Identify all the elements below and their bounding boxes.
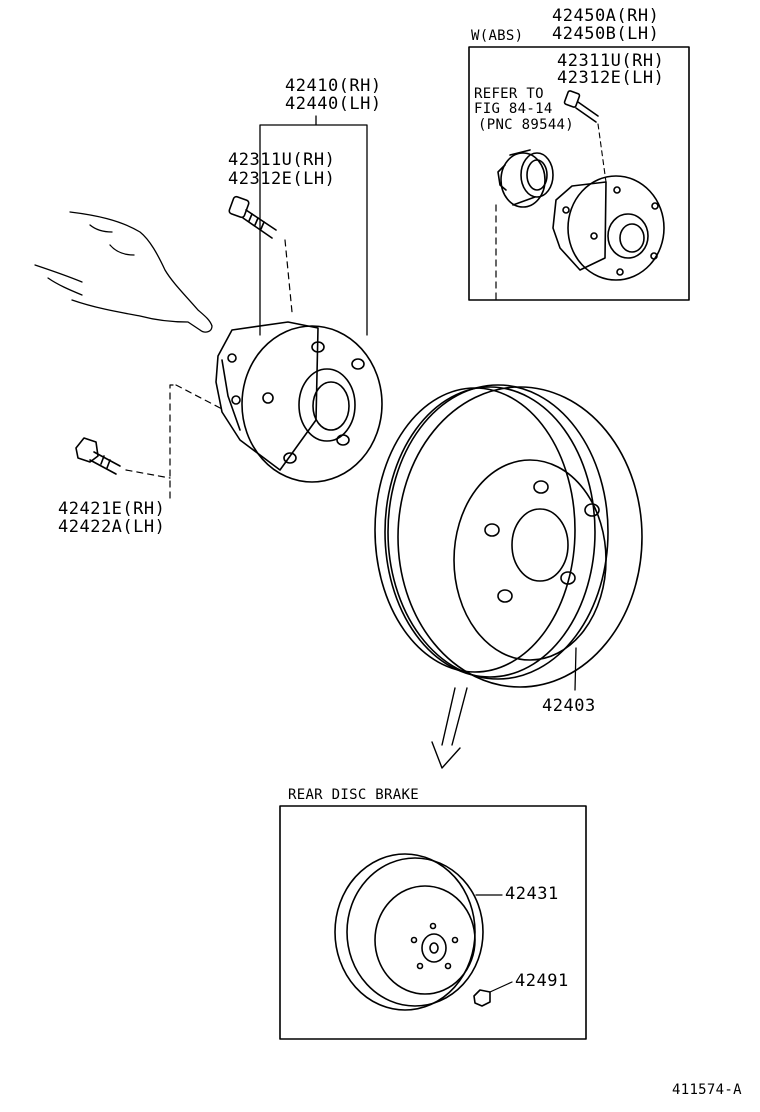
hub-assy-lh-label: 42440(LH) xyxy=(285,94,382,114)
refer-line-2: FIG 84-14 xyxy=(474,101,553,117)
disc-inset-frame xyxy=(279,805,587,1040)
hub-assembly-icon xyxy=(215,321,383,483)
drum-part-label: 42403 xyxy=(542,696,596,716)
disc-inset-title: REAR DISC BRAKE xyxy=(288,787,419,803)
plug-part-label: 42491 xyxy=(515,971,569,991)
hub-bolt-rh-label: 42311U(RH) xyxy=(228,150,336,170)
hole-plug-icon xyxy=(473,981,513,1007)
mount-bolt-icon xyxy=(75,384,225,499)
disc-part-label: 42431 xyxy=(505,884,559,904)
down-arrow-icon xyxy=(431,687,468,769)
abs-bolt-rh-label: 42311U(RH) xyxy=(557,51,665,71)
figure-code: 411574-A xyxy=(672,1082,742,1098)
hub-assy-bracket xyxy=(259,115,368,336)
hub-assy-rh-label: 42410(RH) xyxy=(285,76,382,96)
abs-inset-frame xyxy=(468,46,690,301)
brake-drum-icon xyxy=(374,384,643,691)
mount-bolt-lh-label: 42422A(LH) xyxy=(58,517,166,537)
abs-title: W(ABS) xyxy=(471,28,524,44)
abs-bolt-icon xyxy=(563,90,607,183)
pointing-hand-icon xyxy=(34,211,213,333)
abs-hub-lh-label: 42450B(LH) xyxy=(552,24,660,44)
brake-disc-icon xyxy=(334,853,503,1011)
hub-bolt-icon xyxy=(228,195,293,313)
mount-bolt-rh-label: 42421E(RH) xyxy=(58,499,166,519)
refer-line-1: REFER TO xyxy=(474,86,544,102)
refer-line-3: (PNC 89544) xyxy=(478,117,575,133)
hub-bolt-lh-label: 42312E(LH) xyxy=(228,169,336,189)
abs-hub-icon xyxy=(552,175,665,281)
abs-bearing-icon xyxy=(497,149,554,208)
abs-bolt-lh-label: 42312E(LH) xyxy=(557,68,665,88)
abs-hub-rh-label: 42450A(RH) xyxy=(552,6,660,26)
